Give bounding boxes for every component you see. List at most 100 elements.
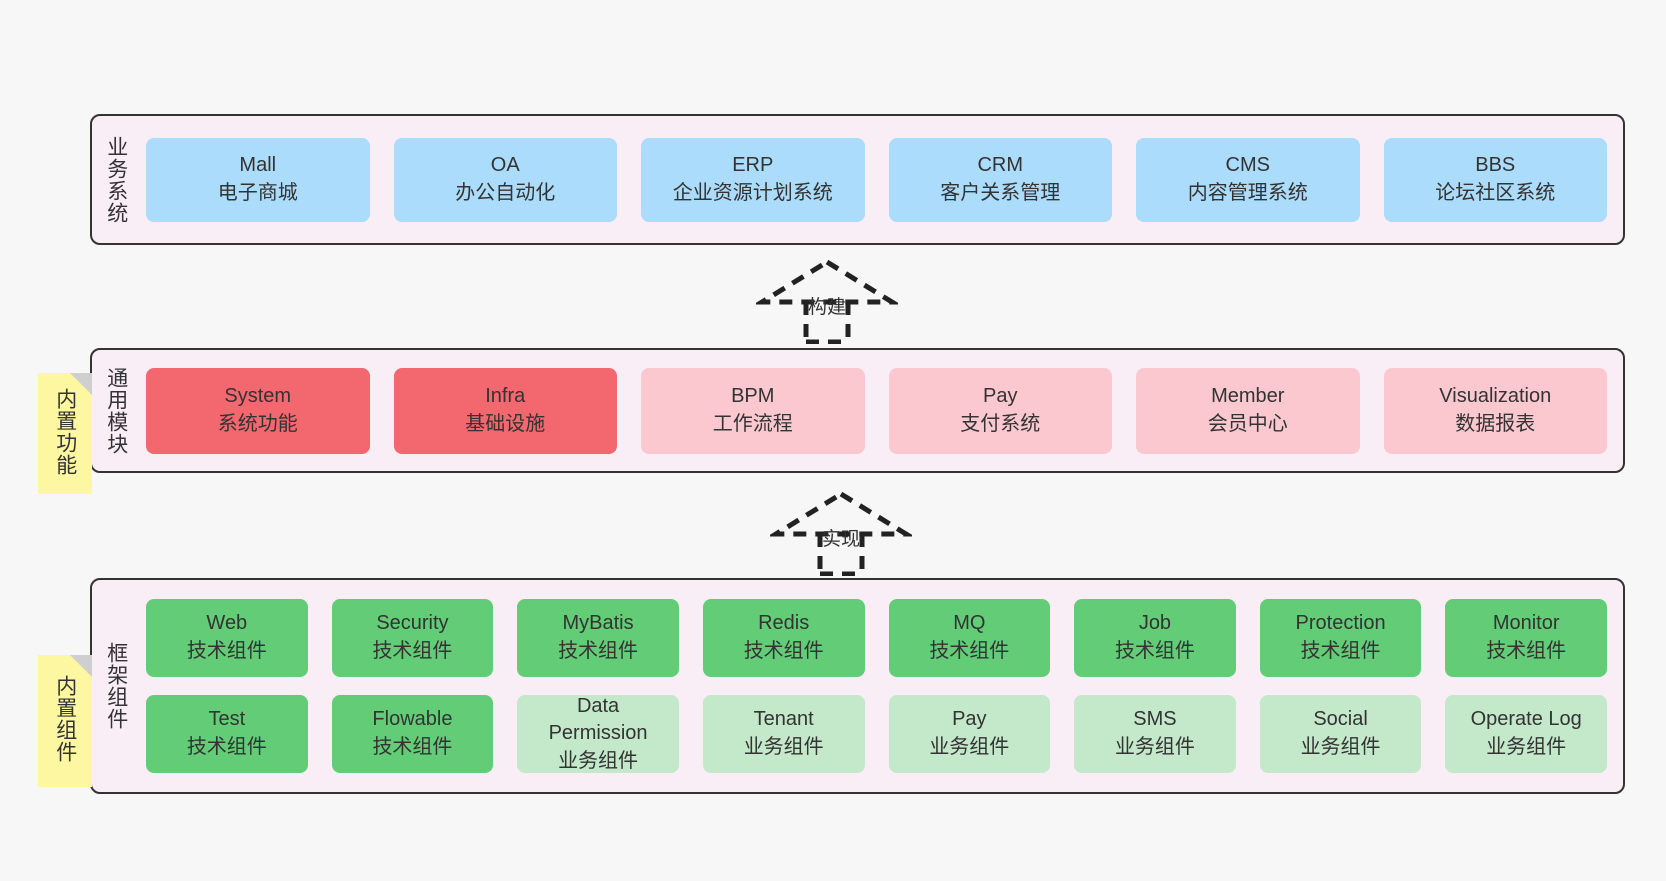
card-title-en: Mall xyxy=(239,153,277,176)
component-card-redis[interactable]: Redis 技术组件 xyxy=(702,599,865,677)
component-card-mq[interactable]: MQ 技术组件 xyxy=(888,599,1051,677)
card-title-en: Visualization xyxy=(1439,384,1552,407)
card-title-en: Infra xyxy=(485,384,526,407)
sticky-note-builtin-features: 内置功能 xyxy=(38,373,92,494)
component-card-web[interactable]: Web 技术组件 xyxy=(146,599,308,677)
card-title-cn: 技术组件 xyxy=(1486,640,1567,662)
card-title-en: CRM xyxy=(977,153,1024,176)
component-card-test[interactable]: Test 技术组件 xyxy=(146,695,308,773)
card-title-cn: 内容管理系统 xyxy=(1187,181,1308,204)
card-title-cn: 技术组件 xyxy=(186,736,267,758)
module-card-system[interactable]: System 系统功能 xyxy=(146,367,370,454)
component-card-pay[interactable]: Pay 业务组件 xyxy=(888,695,1051,773)
card-title-en: System xyxy=(224,384,292,407)
module-card-bpm[interactable]: BPM 工作流程 xyxy=(641,367,865,454)
component-card-job[interactable]: Job 技术组件 xyxy=(1074,599,1236,677)
module-card-pay[interactable]: Pay 支付系统 xyxy=(888,367,1112,454)
sticky-note-builtin-features-label: 内置功能 xyxy=(53,387,77,476)
business-card-cms[interactable]: CMS 内容管理系统 xyxy=(1136,137,1360,222)
sticky-fold-corner xyxy=(70,655,92,677)
card-title-en: Security xyxy=(376,612,449,635)
card-title-en: MyBatis xyxy=(562,612,634,635)
card-title-cn: 技术组件 xyxy=(929,640,1010,662)
card-title-en: BBS xyxy=(1475,153,1516,176)
card-title-en: Data Permission xyxy=(548,694,648,745)
card-title-cn: 论坛社区系统 xyxy=(1435,181,1556,204)
card-title-cn: 电子商城 xyxy=(217,181,298,204)
card-title-en: SMS xyxy=(1133,708,1177,731)
card-title-cn: 技术组件 xyxy=(186,640,267,662)
component-card-monitor[interactable]: Monitor 技术组件 xyxy=(1445,599,1607,677)
card-title-en: OA xyxy=(490,153,520,176)
card-title-cn: 业务组件 xyxy=(1114,736,1195,758)
card-title-cn: 技术组件 xyxy=(1114,640,1195,662)
component-card-mybatis[interactable]: MyBatis 技术组件 xyxy=(517,599,679,677)
card-title-cn: 系统功能 xyxy=(217,412,298,435)
card-title-cn: 业务组件 xyxy=(1486,736,1567,758)
component-card-sms[interactable]: SMS 业务组件 xyxy=(1074,695,1236,773)
business-card-crm[interactable]: CRM 客户关系管理 xyxy=(888,137,1112,222)
component-card-data-permission[interactable]: Data Permission 业务组件 xyxy=(517,695,679,773)
card-title-en: ERP xyxy=(732,153,774,176)
component-card-flowable[interactable]: Flowable 技术组件 xyxy=(331,695,494,773)
connector-build-label: 构建 xyxy=(807,297,847,318)
card-title-en: MQ xyxy=(953,612,986,635)
business-card-mall[interactable]: Mall 电子商城 xyxy=(146,137,370,222)
card-title-cn: 业务组件 xyxy=(743,736,824,758)
card-title-cn: 技术组件 xyxy=(558,640,639,662)
framework-components-layer-title: 框架组件 xyxy=(104,642,128,730)
card-title-en: Web xyxy=(206,612,248,635)
card-title-en: Social xyxy=(1313,708,1368,731)
card-title-cn: 工作流程 xyxy=(712,412,793,435)
business-card-bbs[interactable]: BBS 论坛社区系统 xyxy=(1383,137,1607,222)
card-title-cn: 业务组件 xyxy=(1300,736,1381,758)
module-card-member[interactable]: Member 会员中心 xyxy=(1136,367,1360,454)
card-title-en: Pay xyxy=(983,384,1018,407)
card-title-cn: 技术组件 xyxy=(743,640,824,662)
sticky-fold-corner xyxy=(70,373,92,395)
card-title-en: Protection xyxy=(1295,612,1386,635)
card-title-en: Test xyxy=(208,708,246,731)
card-title-en: Flowable xyxy=(372,708,453,731)
component-card-tenant[interactable]: Tenant 业务组件 xyxy=(702,695,865,773)
card-title-en: Tenant xyxy=(753,708,814,731)
sticky-note-builtin-components: 内置组件 xyxy=(38,655,92,787)
card-title-cn: 办公自动化 xyxy=(455,181,556,204)
card-title-cn: 业务组件 xyxy=(558,749,639,772)
connector-implement-label: 实现 xyxy=(821,529,861,550)
module-card-visualization[interactable]: Visualization 数据报表 xyxy=(1383,367,1607,454)
card-title-cn: 客户关系管理 xyxy=(940,181,1061,204)
card-title-cn: 技术组件 xyxy=(1300,640,1381,662)
component-card-protection[interactable]: Protection 技术组件 xyxy=(1259,599,1422,677)
card-title-en: Member xyxy=(1211,384,1285,407)
card-title-en: BPM xyxy=(731,384,775,407)
card-title-cn: 数据报表 xyxy=(1455,412,1536,435)
connector-build-arrow: 构建 xyxy=(756,256,898,344)
card-title-cn: 会员中心 xyxy=(1207,412,1288,435)
card-title-cn: 技术组件 xyxy=(372,736,453,758)
component-card-security[interactable]: Security 技术组件 xyxy=(331,599,494,677)
common-modules-layer-title: 通用模块 xyxy=(104,366,128,455)
card-title-cn: 业务组件 xyxy=(929,736,1010,758)
card-title-en: Redis xyxy=(758,612,810,635)
card-title-en: Pay xyxy=(952,708,987,731)
card-title-en: CMS xyxy=(1225,153,1270,176)
component-card-social[interactable]: Social 业务组件 xyxy=(1259,695,1422,773)
card-title-en: Job xyxy=(1138,612,1172,635)
card-title-cn: 支付系统 xyxy=(960,412,1041,435)
card-title-cn: 技术组件 xyxy=(372,640,453,662)
card-title-en: Monitor xyxy=(1492,612,1560,635)
business-card-oa[interactable]: OA 办公自动化 xyxy=(393,137,617,222)
